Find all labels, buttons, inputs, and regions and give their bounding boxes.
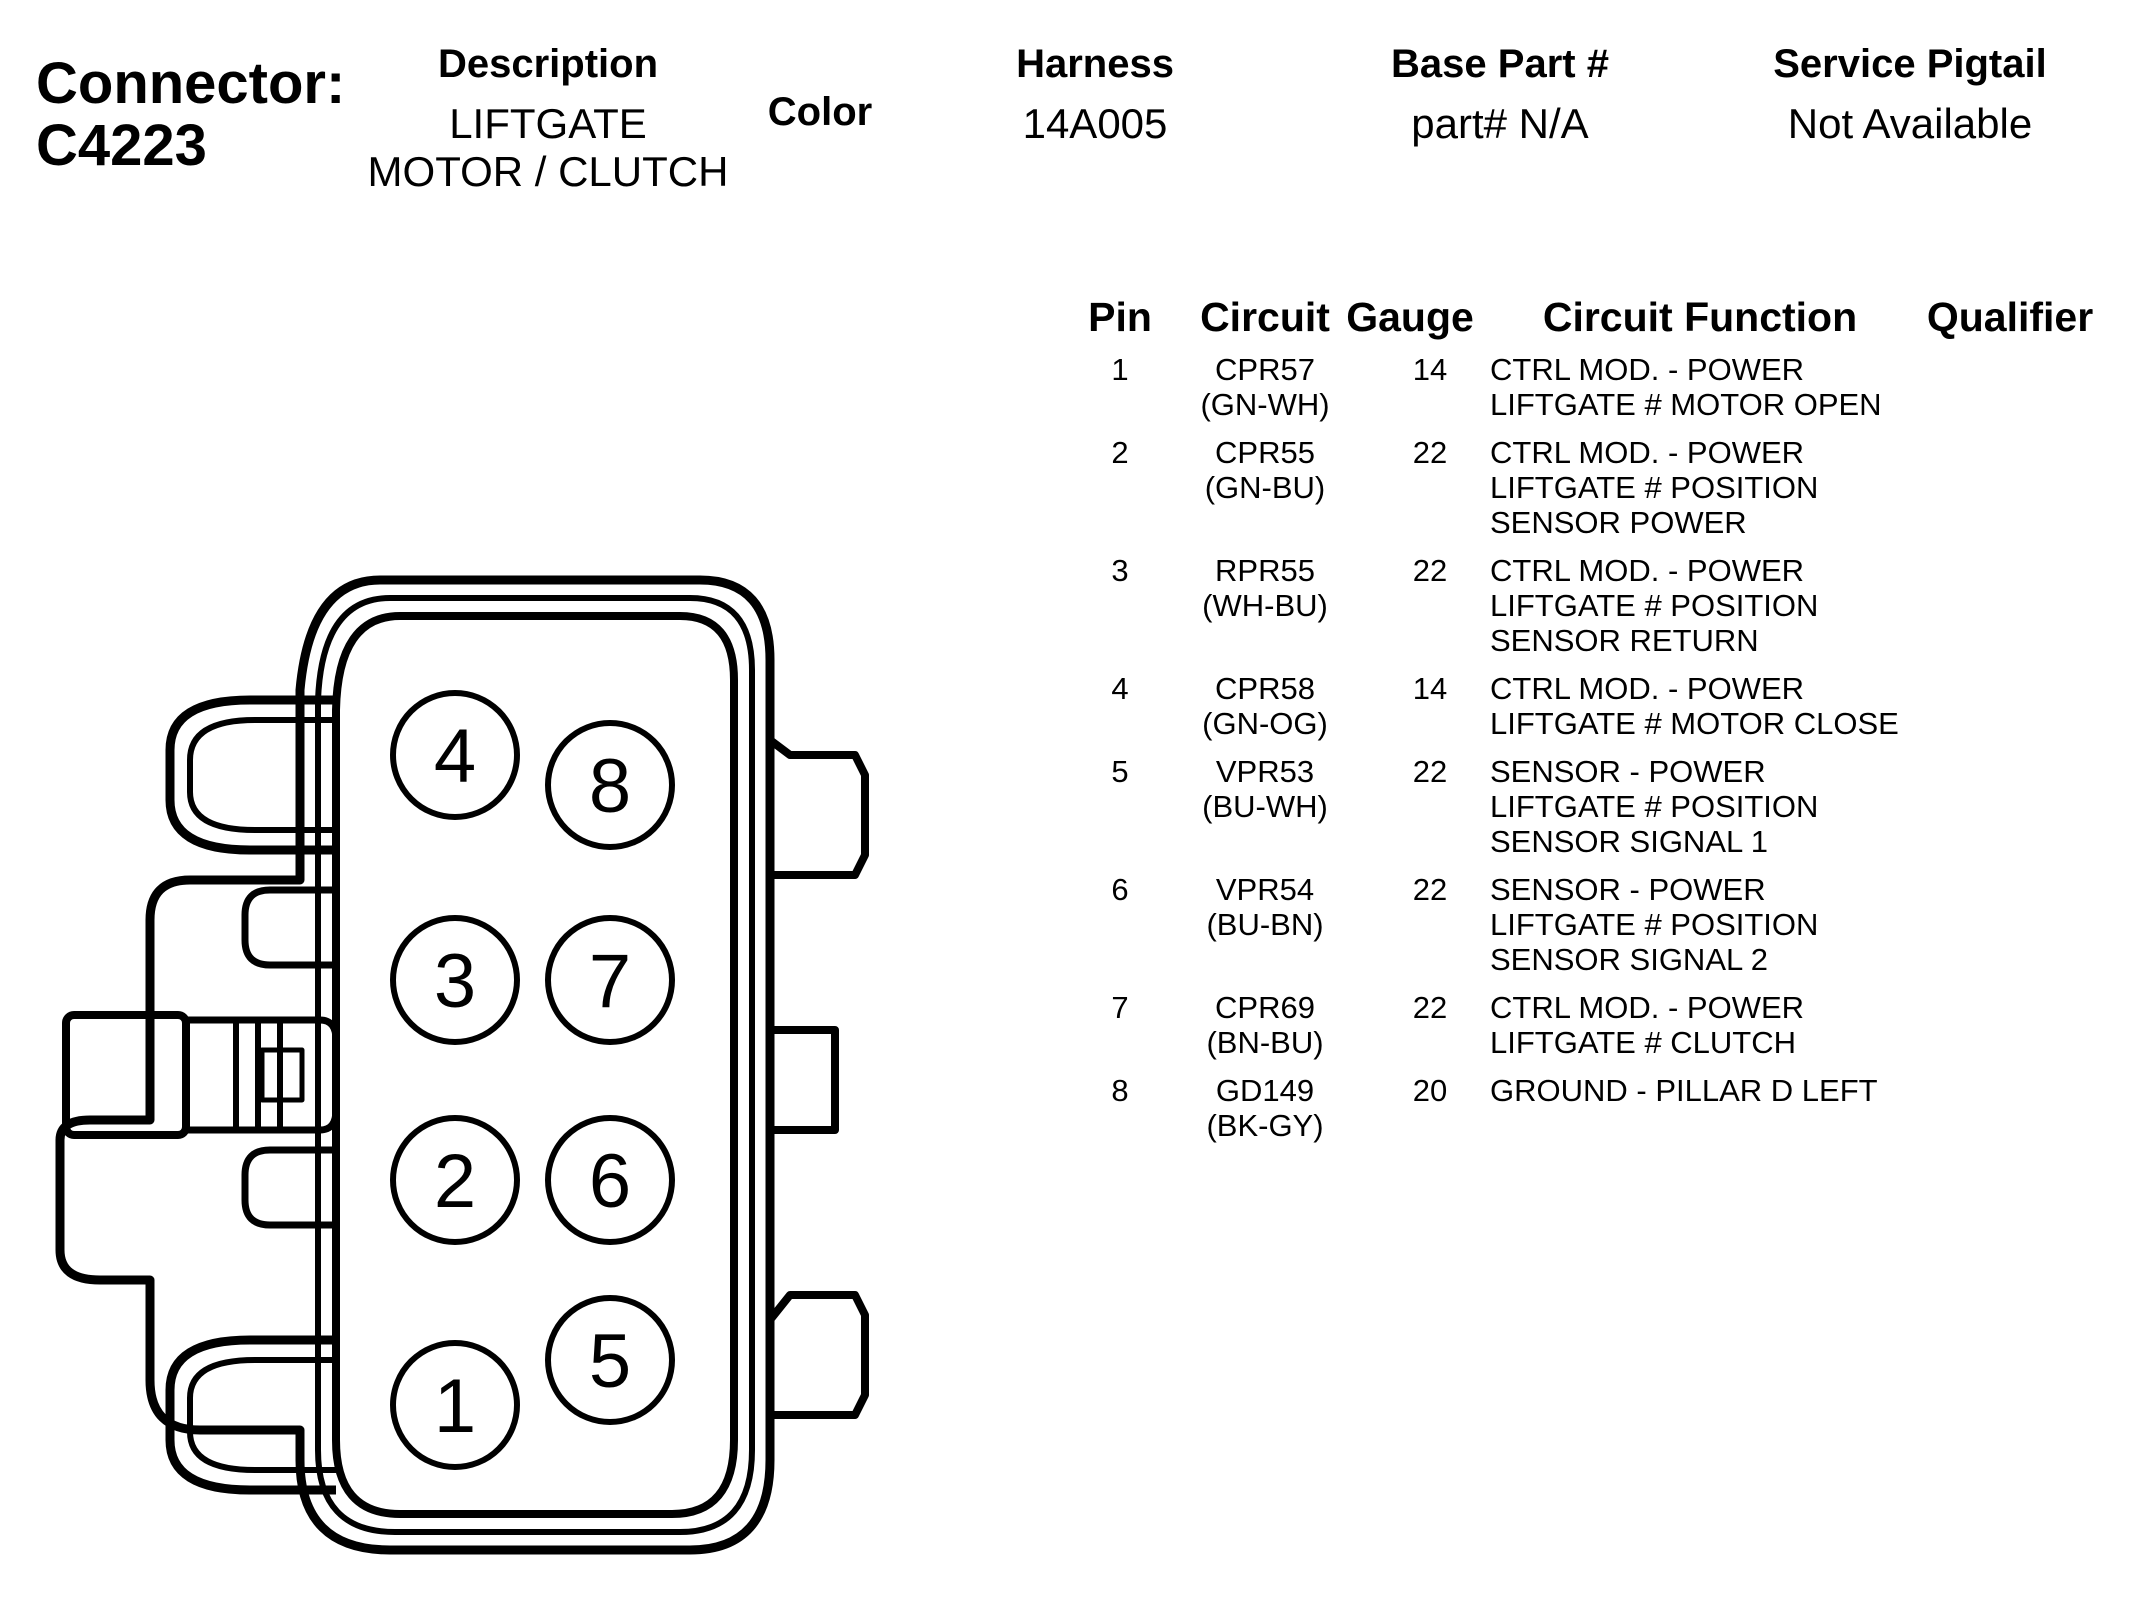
pin-cavity-8 — [545, 720, 675, 850]
connector-face-diagram: 4 8 3 7 2 6 1 5 — [55, 575, 869, 1555]
circuit-cell: RPR55(WH-BU) — [1202, 553, 1328, 623]
pin-cell: 1 — [1111, 352, 1129, 387]
color-label: Color — [767, 90, 873, 134]
base-part-value: part# N/A — [1411, 100, 1589, 147]
pin-cavity-6 — [545, 1115, 675, 1245]
column-circuit-function: Circuit Function — [1542, 294, 1858, 340]
column-pin: Pin — [1088, 294, 1152, 340]
pin-cavity-3 — [390, 915, 520, 1045]
connector-id: C4223 — [36, 113, 207, 178]
pin-cell: 7 — [1111, 990, 1129, 1025]
circuit-cell: VPR54(BU-BN) — [1206, 872, 1324, 942]
column-qualifier: Qualifier — [1926, 294, 2094, 340]
pin-cavity-7 — [545, 915, 675, 1045]
pin-number-label: 5 — [589, 1319, 631, 1404]
upper-notch — [241, 886, 336, 969]
pin-number-label: 7 — [589, 939, 631, 1024]
circuit-cell: GD149(BK-GY) — [1206, 1073, 1324, 1143]
right-tab-lower — [766, 1291, 869, 1419]
pin-cell: 4 — [1111, 671, 1129, 706]
connector-label: Connector: — [36, 51, 346, 116]
gauge-cell: 22 — [1412, 990, 1448, 1025]
description-label: Description — [437, 42, 659, 86]
lower-lock-tab — [165, 1335, 336, 1495]
column-circuit: Circuit — [1200, 294, 1330, 340]
service-pigtail-label: Service Pigtail — [1773, 42, 2047, 86]
pin-number-label: 2 — [434, 1139, 476, 1224]
pin-cavity-5 — [545, 1295, 675, 1425]
circuit-cell: CPR58(GN-OG) — [1202, 671, 1328, 741]
circuit-cell: CPR55(GN-BU) — [1204, 435, 1326, 505]
connector-housing-inner — [315, 595, 755, 1535]
pin-cell: 8 — [1111, 1073, 1129, 1108]
pin-cavity-1 — [390, 1340, 520, 1470]
gauge-cell: 14 — [1412, 671, 1448, 706]
gauge-cell: 14 — [1412, 352, 1448, 387]
latch-body — [62, 1011, 190, 1139]
gauge-cell: 22 — [1412, 553, 1448, 588]
connector-cavity — [332, 612, 738, 1518]
pin-cavity-2 — [390, 1115, 520, 1245]
connector-housing-outline — [55, 575, 775, 1555]
pin-cavity-4 — [390, 690, 520, 820]
pin-cell: 6 — [1111, 872, 1129, 907]
pin-cell: 5 — [1111, 754, 1129, 789]
pin-number-label: 6 — [589, 1139, 631, 1224]
gauge-cell: 22 — [1412, 872, 1448, 907]
base-part-label: Base Part # — [1391, 42, 1609, 86]
pin-cell: 2 — [1111, 435, 1129, 470]
latch-arm — [186, 1016, 340, 1134]
pin-number-label: 4 — [434, 714, 476, 799]
upper-lock-tab — [165, 695, 336, 855]
circuit-cell: CPR69(BN-BU) — [1206, 990, 1324, 1060]
lower-notch — [241, 1146, 336, 1229]
circuit-cell: VPR53(BU-WH) — [1202, 754, 1328, 824]
description-line2: MOTOR / CLUTCH — [367, 148, 729, 195]
function-cell: GROUND - PILLAR D LEFT — [1490, 1073, 1878, 1108]
harness-value: 14A005 — [1022, 100, 1168, 147]
pin-cell: 3 — [1111, 553, 1129, 588]
gauge-cell: 20 — [1412, 1073, 1448, 1108]
circuit-cell: CPR57(GN-WH) — [1200, 352, 1330, 422]
column-gauge: Gauge — [1346, 294, 1474, 340]
gauge-cell: 22 — [1412, 435, 1448, 470]
right-tab-middle — [770, 1026, 839, 1134]
harness-label: Harness — [1016, 42, 1174, 86]
pin-number-label: 1 — [434, 1364, 476, 1449]
pin-number-label: 8 — [589, 744, 631, 829]
pin-number-label: 3 — [434, 939, 476, 1024]
description-line1: LIFTGATE — [449, 100, 647, 147]
right-tab-upper — [767, 736, 869, 879]
gauge-cell: 22 — [1412, 754, 1448, 789]
service-pigtail-value: Not Available — [1787, 100, 2033, 147]
